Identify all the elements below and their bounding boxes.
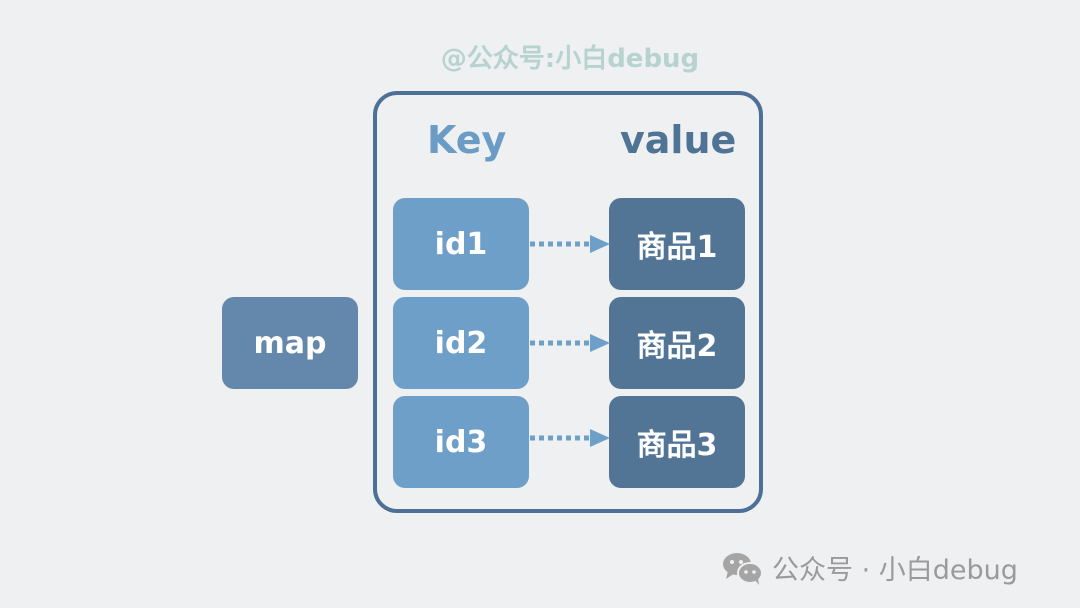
value-box-2: 商品2 [609,297,745,389]
key-header: Key [427,118,507,162]
dotted-arrow-1 [530,235,610,253]
value-header: value [620,118,737,162]
watermark: @公众号:小白debug [440,44,700,74]
value-box-1: 商品1 [609,198,745,290]
value-box-3: 商品3 [609,396,745,488]
footer-text: 公众号 · 小白debug [772,555,1018,586]
footer: 公众号 · 小白debug [722,548,1018,587]
key-box-3: id3 [393,396,529,488]
wechat-icon [723,552,763,585]
map-container [373,91,763,513]
dotted-arrow-2 [530,334,610,352]
key-box-1: id1 [393,198,529,290]
dotted-arrow-3 [530,429,610,447]
key-box-2: id2 [393,297,529,389]
map-box: map [222,297,358,389]
